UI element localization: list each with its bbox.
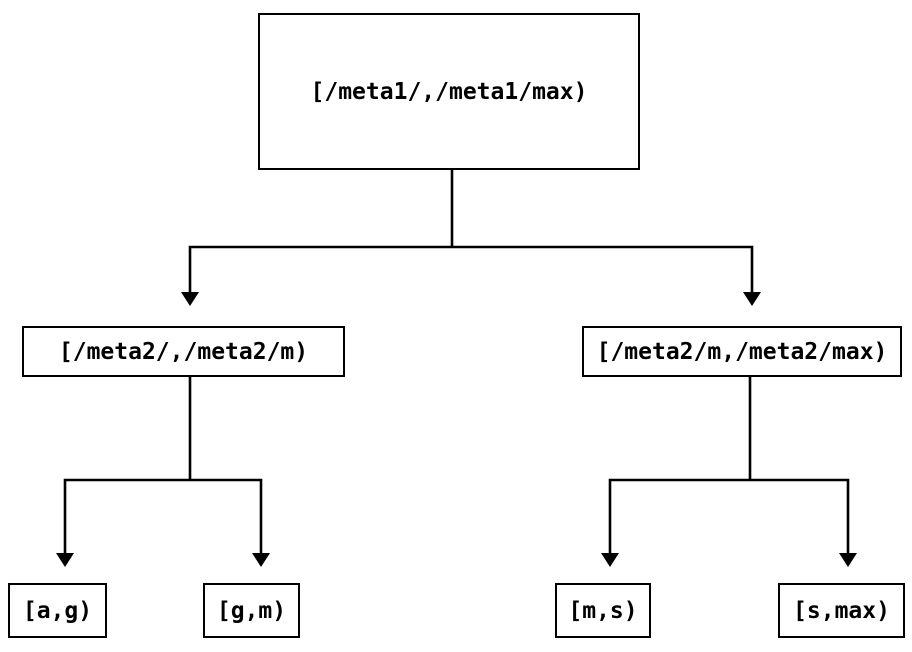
node-leaf-g-m-label: [g,m) xyxy=(216,597,287,624)
node-right-range-label: [/meta2/m,/meta2/max) xyxy=(596,338,888,365)
node-leaf-a-g-label: [a,g) xyxy=(22,597,93,624)
arrowhead-to-left-node xyxy=(181,292,199,306)
node-leaf-s-max: [s,max) xyxy=(778,583,905,638)
node-right-range: [/meta2/m,/meta2/max) xyxy=(582,326,902,377)
node-root: [/meta1/,/meta1/max) xyxy=(258,13,640,170)
arrowhead-to-leaf-smax xyxy=(839,553,857,567)
node-root-label: [/meta1/,/meta1/max) xyxy=(310,78,588,105)
edge-left-branches xyxy=(63,478,263,553)
edge-root-branches xyxy=(188,245,754,292)
node-left-range-label: [/meta2/,/meta2/m) xyxy=(58,338,309,365)
arrowhead-to-right-node xyxy=(743,292,761,306)
node-leaf-a-g: [a,g) xyxy=(8,583,107,638)
edge-right-branches xyxy=(608,478,850,553)
node-leaf-s-max-label: [s,max) xyxy=(793,597,890,624)
node-leaf-m-s-label: [m,s) xyxy=(568,597,638,624)
arrowhead-to-leaf-gm xyxy=(252,553,270,567)
node-leaf-m-s: [m,s) xyxy=(555,583,651,638)
arrowhead-to-leaf-ms xyxy=(601,553,619,567)
arrowhead-to-leaf-ag xyxy=(56,553,74,567)
node-leaf-g-m: [g,m) xyxy=(203,583,300,638)
node-left-range: [/meta2/,/meta2/m) xyxy=(22,326,345,377)
